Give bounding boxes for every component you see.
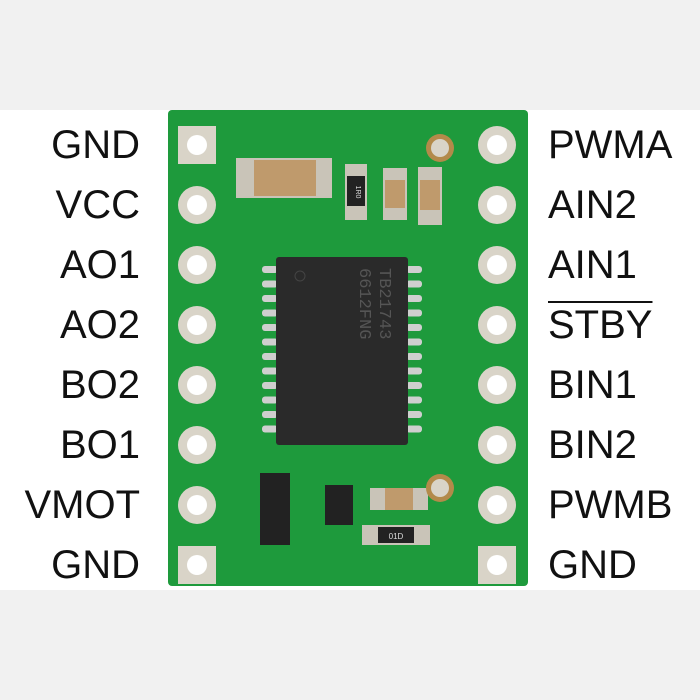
pin-label-right: AIN1 <box>548 243 637 287</box>
pin-hole <box>487 435 507 455</box>
chip-leg <box>262 338 278 346</box>
svg-text:6612FNG: 6612FNG <box>354 268 373 339</box>
pin-hole <box>487 375 507 395</box>
pin-label-right: BIN2 <box>548 423 637 467</box>
chip-leg <box>262 411 278 418</box>
pin-hole <box>187 495 207 515</box>
chip-leg <box>262 309 278 317</box>
chip-leg <box>262 266 278 273</box>
chip-leg <box>262 353 278 360</box>
resistor <box>347 176 365 206</box>
pin-hole <box>487 255 507 275</box>
pin-hole <box>487 495 507 515</box>
chip-leg <box>406 309 422 317</box>
chip-leg <box>406 280 422 288</box>
pin-hole <box>487 195 507 215</box>
svg-text:TB21743: TB21743 <box>374 268 393 339</box>
pin-label-right: AIN2 <box>548 183 637 227</box>
chip-leg <box>406 382 422 389</box>
pin-hole <box>487 315 507 335</box>
chip-leg <box>262 396 278 404</box>
pin-label-right: PWMA <box>548 123 673 167</box>
chip-leg <box>406 425 422 433</box>
pin-label-right: STBY <box>548 303 653 347</box>
chip-leg <box>406 396 422 404</box>
chip-leg <box>262 367 278 375</box>
pin-hole <box>187 315 207 335</box>
chip-leg <box>262 324 278 331</box>
capacitor <box>254 160 316 196</box>
pin-label-left: BO2 <box>59 363 140 407</box>
pin-label-left: VMOT <box>24 483 140 527</box>
chip-leg <box>406 367 422 375</box>
svg-text:1R0: 1R0 <box>354 186 361 199</box>
driver-chip <box>276 257 408 445</box>
pin-label-right: BIN1 <box>548 363 637 407</box>
pin-label-right: GND <box>548 543 637 587</box>
pin-hole <box>187 195 207 215</box>
pin-hole <box>487 135 507 155</box>
chip-leg <box>262 382 278 389</box>
pin-label-left: GND <box>51 123 140 167</box>
pin-hole <box>187 435 207 455</box>
chip-leg <box>262 280 278 288</box>
chip-leg <box>406 338 422 346</box>
chip-leg <box>262 295 278 302</box>
pin-label-left: BO1 <box>59 423 140 467</box>
chip-leg <box>262 425 278 433</box>
chip-leg <box>406 324 422 331</box>
pin-label-left: AO1 <box>59 243 140 287</box>
pin-hole <box>187 135 207 155</box>
pin-hole <box>187 255 207 275</box>
pin-label-left: AO2 <box>59 303 140 347</box>
chip-leg <box>406 353 422 360</box>
chip-leg <box>406 411 422 418</box>
pin-hole <box>187 555 207 575</box>
chip-leg <box>406 266 422 273</box>
pin-label-left: GND <box>51 543 140 587</box>
pin-hole <box>487 555 507 575</box>
svg-text:01D: 01D <box>389 532 404 541</box>
pin-label-right: PWMB <box>548 483 673 527</box>
pin-label-left: VCC <box>55 183 140 227</box>
pin-hole <box>187 375 207 395</box>
chip-leg <box>406 295 422 302</box>
